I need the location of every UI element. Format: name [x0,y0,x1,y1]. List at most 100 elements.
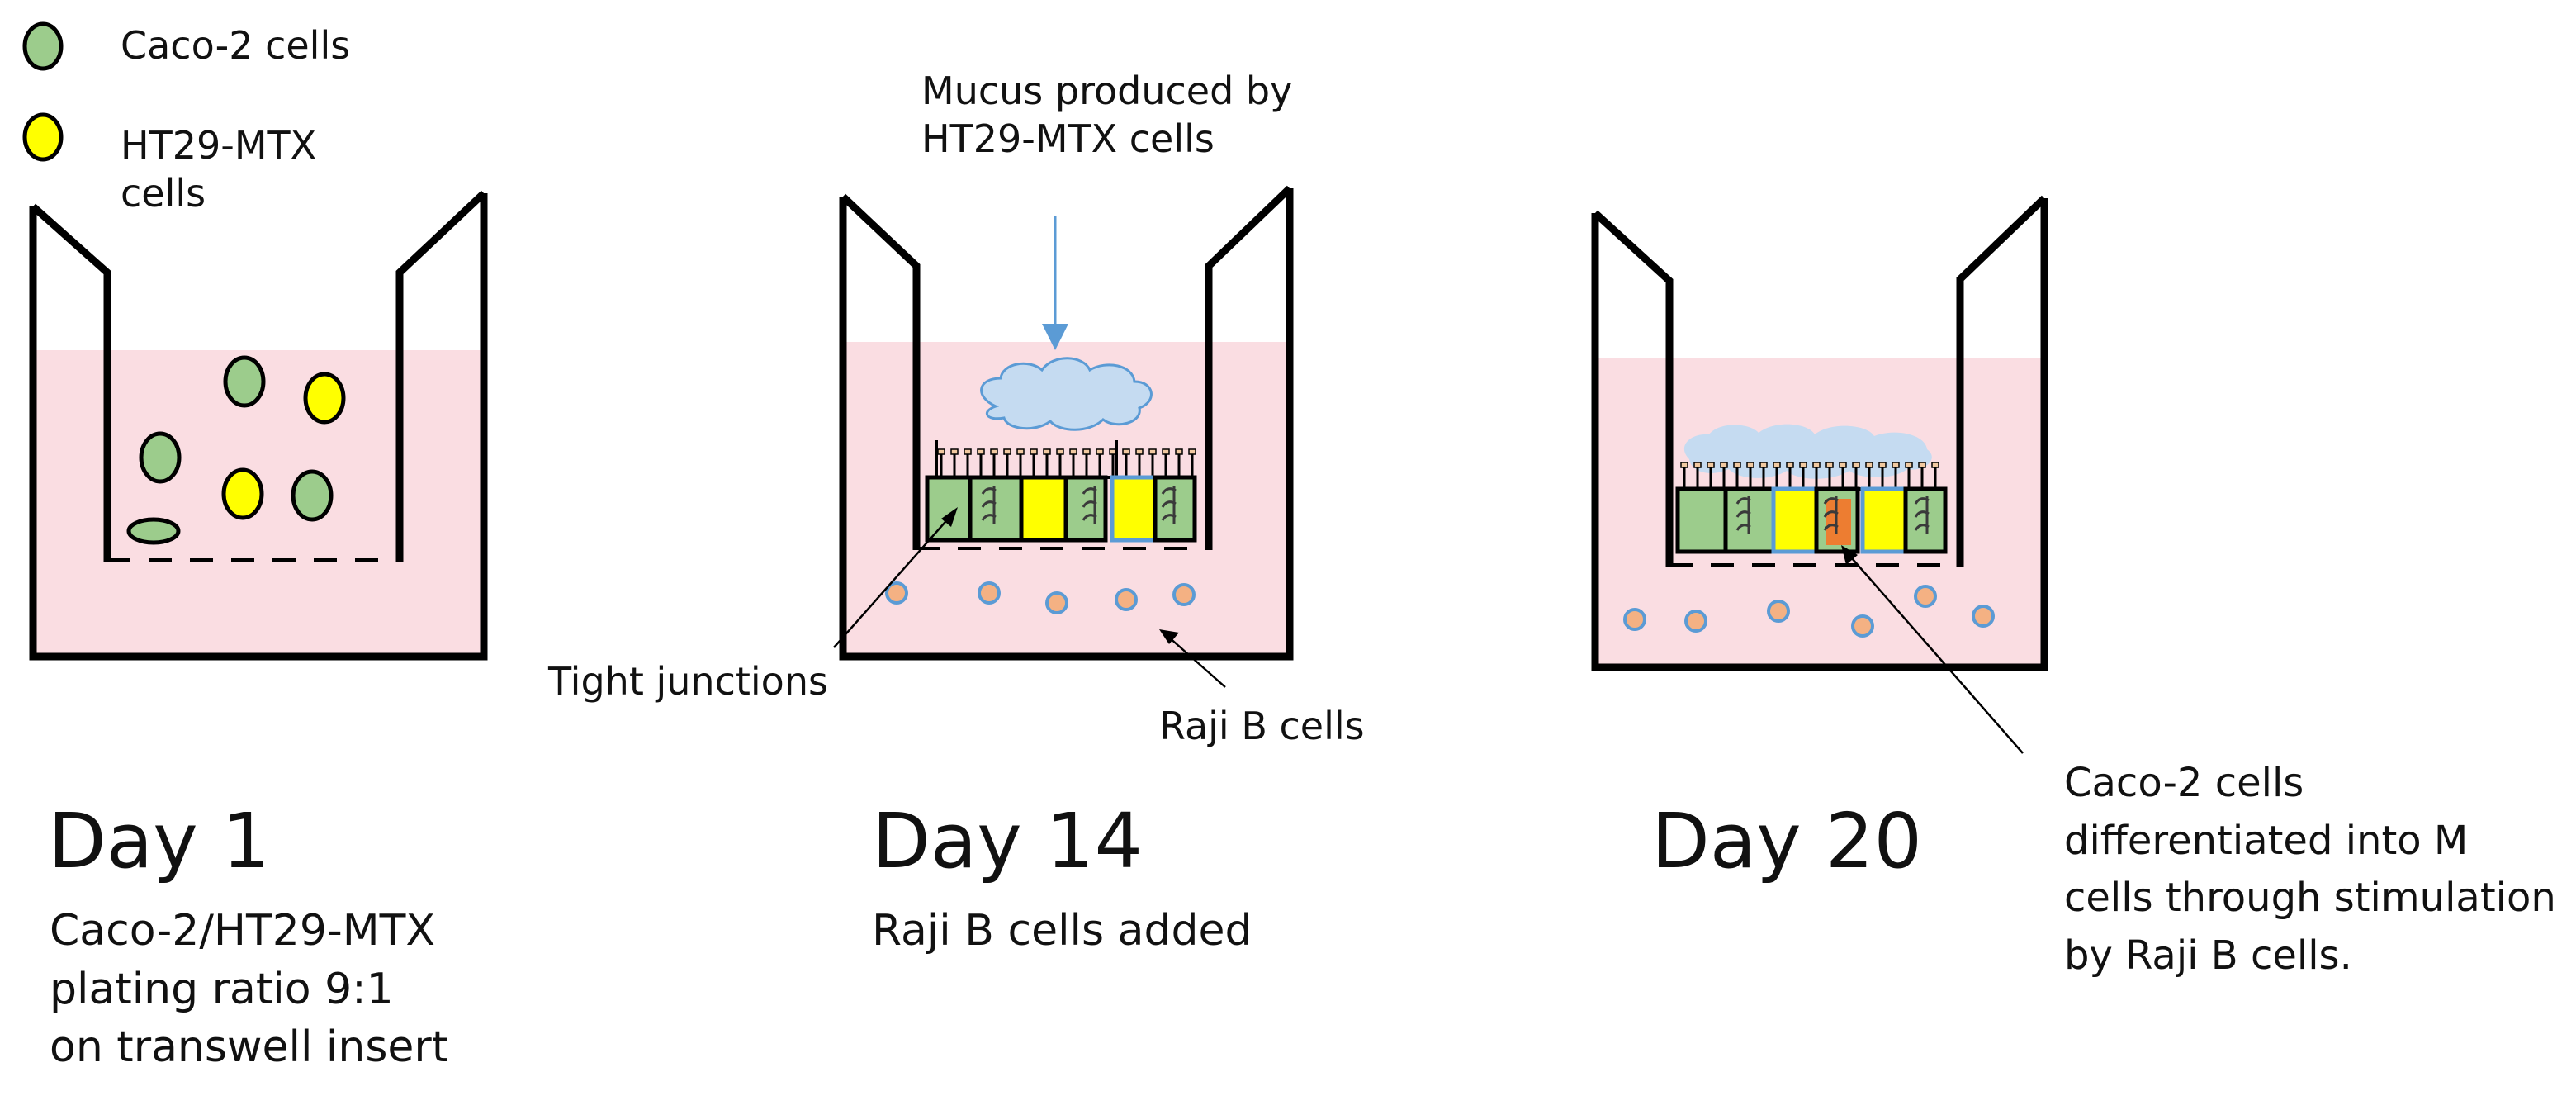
legend-caco2-label: Caco-2 cells [121,23,351,68]
m-cells-label-line: cells through stimulation [2064,875,2556,922]
raji-arrow [1167,635,1226,688]
mucus-label-line: Mucus produced by [921,69,1293,113]
caco2-epithelial-cell [925,475,973,543]
caco2-epithelial-cell [1063,475,1108,543]
well-day1 [29,193,488,661]
caco2-cell [139,431,182,484]
microvillus-tip [1878,462,1887,468]
raji-b-cell [1115,588,1138,611]
mucus-cloud [980,357,1153,431]
day14-title: Day 14 [872,797,1143,885]
microvillus-tip [1839,462,1847,468]
m-cells-label-line: Caco-2 cells [2064,760,2304,806]
legend-ht29-swatch [22,112,64,162]
raji-b-cell [1767,600,1790,623]
legend-ht29-line: cells [121,170,206,216]
raji-b-cell [1172,583,1196,606]
caco2-cell-attached [126,517,181,545]
microvillus-tip [1693,462,1702,468]
raji-cells-day14 [885,581,1196,614]
day20-title: Day 20 [1651,797,1922,885]
microvillus-tip [1825,462,1834,468]
microvillus-tip [937,448,945,455]
tight-junction-marks-day20 [1735,496,1930,534]
insert-day14-left [840,193,921,550]
microvillus-tip [1892,462,1900,468]
day14-description: Raji B cells added [872,902,1252,961]
microvilli-day14 [937,448,1196,477]
microvillus-tip [1720,462,1728,468]
m-cell-arrow [1845,551,2024,754]
microvillus-tip [1852,462,1860,468]
raji-cells-day20 [1623,585,1995,638]
microvillus-tip [950,448,959,455]
mucus-label-line: HT29-MTX cells [921,116,1215,161]
caco2-epithelial-cell [968,475,1024,543]
caco2-epithelial-cell [1675,486,1728,554]
microvillus-tip [1931,462,1939,468]
microvillus-tip [964,448,972,455]
ht29-epithelial-cell [1019,475,1068,543]
microvillus-tip [1082,448,1091,455]
panel-day20-well [1591,195,2048,754]
microvillus-tip [1918,462,1926,468]
microvillus-tip [1759,462,1768,468]
tight-junction-marks-day14 [981,486,1177,524]
m-cells-label-line: by Raji B cells. [2064,932,2352,979]
microvillus-tip [1188,448,1196,455]
microvillus-tip [1030,448,1038,455]
tight-junction-arrow [833,515,952,648]
well-day20 [1591,198,2048,671]
m-cells-label: Caco-2 cells differentiated into M cells… [2064,755,2556,984]
ht29-epithelial-cell [1860,486,1908,554]
ht29-epithelial-cell [1771,486,1819,554]
m-cell [1826,499,1851,545]
microvillus-tip [1733,462,1741,468]
ht29-epithelial-cell [1110,475,1158,543]
ht29-cell [221,467,264,520]
tight-junction-arrow-head [941,507,958,527]
microvillus-tip [1773,462,1781,468]
tight-junctions-label: Tight junctions [548,659,828,704]
microvillus-tip [1162,448,1170,455]
raji-b-cell [978,581,1001,605]
microvillus-tip [1016,448,1025,455]
microvilli-day20 [1680,462,1939,489]
mucus-label: Mucus produced by HT29-MTX cells [921,68,1292,163]
legend-ht29-label: HT29-MTX cells [121,122,316,217]
day1-description: Caco-2/HT29-MTX plating ratio 9:1 on tra… [50,902,448,1077]
raji-b-cell [1914,585,1937,608]
microvillus-tip [1043,448,1051,455]
mucus-arrow-head [1042,324,1068,350]
microvillus-tip [1003,448,1011,455]
m-cell-arrow-head [1841,545,1858,565]
insert-day1-right [395,190,487,562]
microvillus-tip [1812,462,1821,468]
caco2-cell [291,469,334,522]
insert-day20-left [1592,210,1674,567]
legend-caco2-swatch [22,21,64,71]
microvillus-tip [1056,448,1064,455]
raji-b-cell [885,581,908,605]
microvillus-tip [1799,462,1807,468]
panel-day14-well [833,185,1294,688]
microvillus-tip [1905,462,1913,468]
insert-day14-right [1205,185,1293,550]
microvillus-tip [990,448,998,455]
microvillus-tip [1746,462,1754,468]
microvillus-tip [1096,448,1104,455]
microvillus-tip [1680,462,1688,468]
microvillus-tip [1069,448,1077,455]
ht29-cell [303,372,346,425]
raji-b-cell [1045,591,1068,614]
insert-day20-right [1956,195,2048,567]
caco2-cell [223,355,266,408]
microvillus-tip [1175,448,1183,455]
microvillus-tip [1122,448,1130,455]
microvillus-tip [1786,462,1794,468]
microvillus-tip [1148,448,1157,455]
day1-desc-line: plating ratio 9:1 [50,964,394,1014]
insert-day1 [31,203,111,562]
microvillus-tip [1707,462,1715,468]
